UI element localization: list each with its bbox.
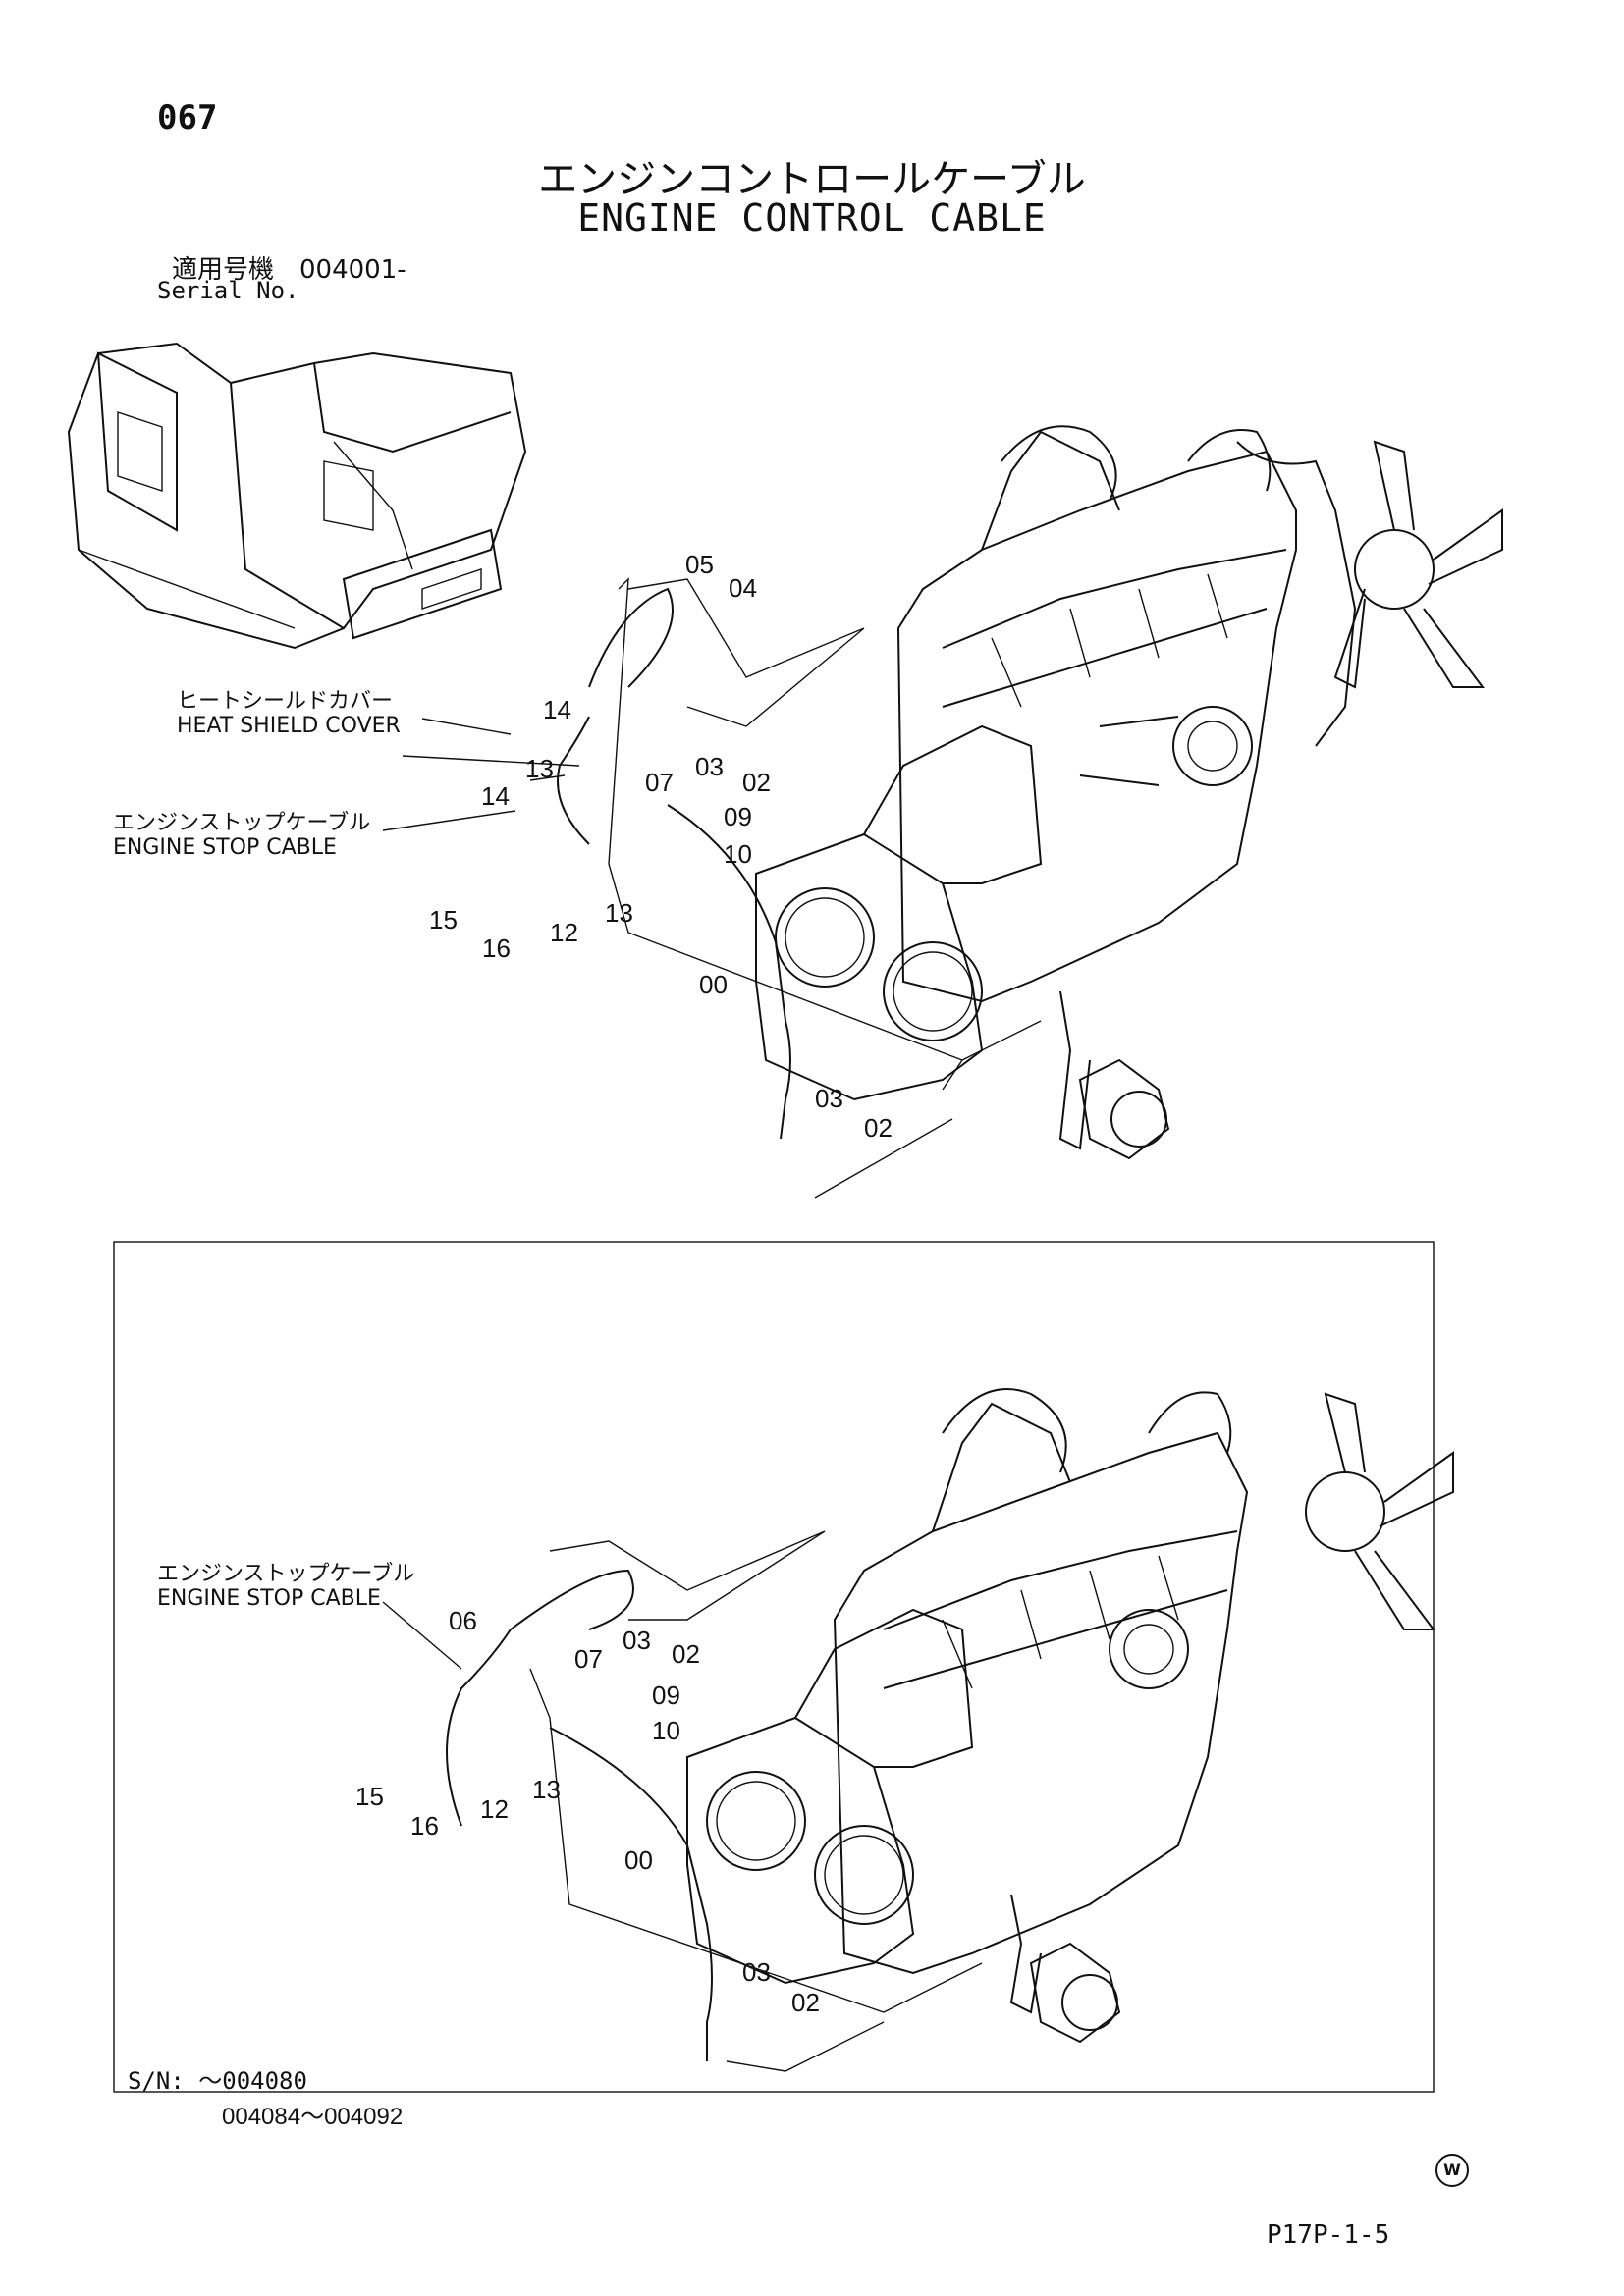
stop-cable-callout-jp-bottom: エンジンストップケーブル — [157, 1562, 415, 1586]
part-label: 02 — [791, 1988, 820, 2017]
serial-range-label: S/N: ～004080 — [128, 2067, 307, 2095]
stop-cable-callout-en: ENGINE STOP CABLE — [113, 835, 337, 860]
engine-top — [755, 425, 1503, 1160]
part-label: 09 — [652, 1681, 680, 1710]
part-label: 00 — [624, 1845, 653, 1875]
part-label: 02 — [672, 1639, 700, 1669]
stop-cable-callout-jp: エンジンストップケーブル — [113, 811, 371, 835]
part-label: 02 — [864, 1113, 893, 1143]
heat-shield-callout-en: HEAT SHIELD COVER — [177, 714, 401, 738]
part-label: 13 — [525, 754, 554, 783]
part-label: 07 — [645, 768, 674, 797]
part-label: 00 — [699, 970, 728, 999]
part-label: 10 — [652, 1716, 680, 1745]
part-label: 14 — [543, 695, 571, 724]
part-label: 03 — [695, 752, 724, 781]
page-number: 067 — [157, 98, 218, 137]
part-label: 04 — [729, 573, 757, 603]
serial-number-label: Serial No. — [157, 277, 299, 304]
engine-bottom — [686, 1388, 1454, 2044]
part-label: 03 — [742, 1957, 771, 1987]
heat-shield-callout-jp: ヒートシールドカバー — [177, 689, 394, 714]
part-label: 12 — [550, 918, 578, 947]
part-label: 13 — [532, 1775, 561, 1804]
serial-range-secondary: 004084～004092 — [222, 2104, 404, 2130]
part-label: 13 — [605, 898, 633, 928]
cable-top — [382, 577, 1042, 1199]
part-label: 09 — [724, 802, 752, 831]
stop-cable-callout-en-bottom: ENGINE STOP CABLE — [157, 1586, 381, 1611]
part-label: 02 — [742, 768, 771, 797]
watermark-logo: W — [1435, 2154, 1469, 2187]
part-label: 05 — [685, 550, 714, 579]
part-label: 06 — [449, 1606, 477, 1635]
part-label: 15 — [429, 905, 458, 934]
part-label: 16 — [410, 1811, 439, 1841]
title-english: ENGINE CONTROL CABLE — [577, 196, 1047, 240]
part-label: 16 — [482, 934, 511, 963]
part-label: 12 — [480, 1794, 509, 1824]
title-japanese: エンジンコントロールケーブル — [538, 157, 1086, 202]
part-label: 07 — [574, 1644, 603, 1674]
serial-applicable-japanese: 適用号機 004001- — [172, 255, 406, 285]
page-code: P17P-1-5 — [1267, 2220, 1390, 2250]
part-label: 03 — [623, 1626, 651, 1655]
part-label: 15 — [355, 1782, 384, 1811]
frame-bottom — [113, 1241, 1435, 2093]
excavator-thumbnail — [67, 342, 527, 650]
part-label: 14 — [481, 781, 510, 811]
part-label: 03 — [815, 1084, 843, 1113]
cable-bottom — [382, 1530, 983, 2072]
part-label: 10 — [724, 839, 752, 869]
